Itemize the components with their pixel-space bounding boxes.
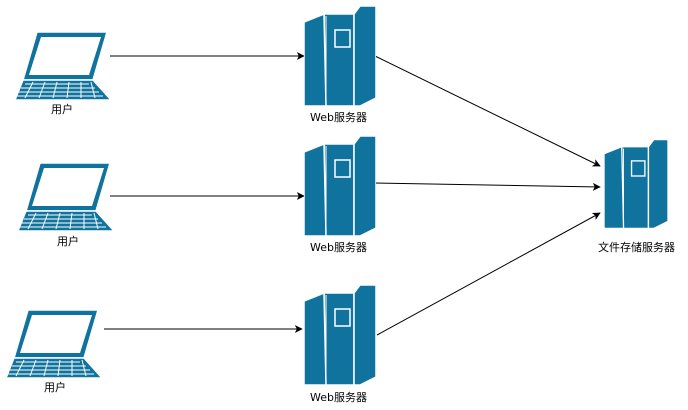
user-label-1: 用户 xyxy=(51,103,73,116)
laptop-icon[interactable] xyxy=(18,162,115,231)
web-server-label-3: Web服务器 xyxy=(310,391,367,404)
user-label-3: 用户 xyxy=(44,381,66,394)
connection-web-server-2-to-storage xyxy=(374,182,601,191)
server-tower-icon[interactable] xyxy=(604,138,668,230)
laptop-icon[interactable] xyxy=(6,309,103,378)
web-server-label-2: Web服务器 xyxy=(310,241,367,254)
web-server-label-1: Web服务器 xyxy=(310,111,367,124)
connection-web-server-3-to-storage xyxy=(376,212,601,336)
user-label-2: 用户 xyxy=(57,235,79,248)
server-tower-icon[interactable] xyxy=(304,136,376,236)
laptop-icon[interactable] xyxy=(15,31,112,100)
server-tower-icon[interactable] xyxy=(304,285,376,385)
server-tower-icon[interactable] xyxy=(304,6,376,106)
connections xyxy=(104,52,601,336)
connection-web-server-1-to-storage xyxy=(374,55,601,167)
storage-server-label: 文件存储服务器 xyxy=(598,241,675,254)
